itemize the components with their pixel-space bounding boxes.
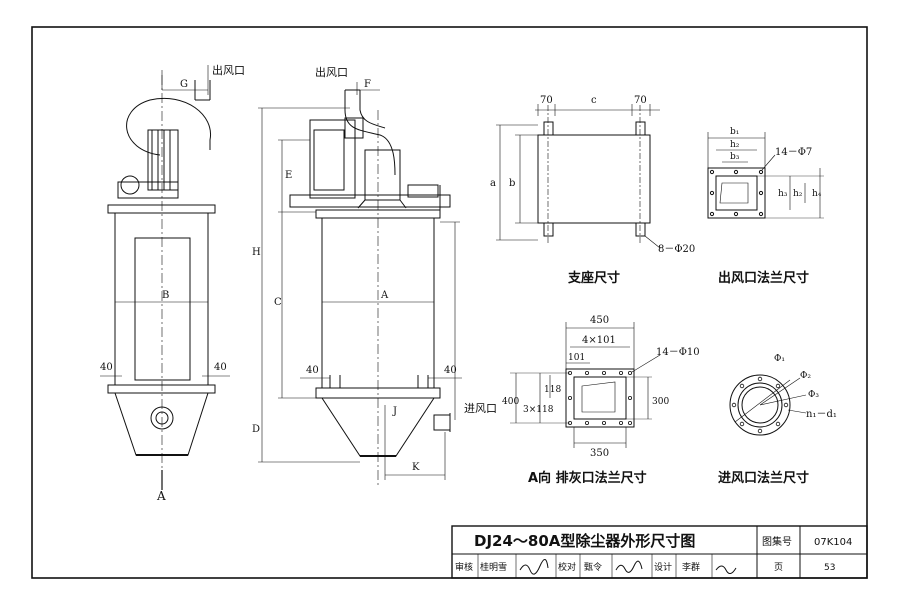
outlet-h4: h₄ (812, 189, 822, 199)
front-dim-d: D (252, 424, 260, 435)
ash-101: 101 (568, 353, 585, 363)
front-dim-c: C (274, 297, 282, 308)
ash-350: 350 (590, 448, 609, 459)
outlet-h2: h₂ (793, 189, 803, 199)
outlet-b1: b₁ (730, 127, 739, 137)
side-outlet-label: 出风口 (212, 63, 245, 77)
ash-caption: A向 排灰口法兰尺寸 (528, 470, 647, 486)
design-label: 设计 (654, 561, 672, 573)
side-dim-b: B (162, 290, 169, 301)
support-dim-b: b (509, 178, 515, 189)
page-number: 53 (824, 563, 835, 573)
ash-400: 400 (502, 397, 519, 407)
drawing-title: DJ24～80A型除尘器外形尺寸图 (474, 532, 695, 550)
checker-name: 甄令 (584, 561, 602, 573)
title-block (451, 525, 868, 579)
inlet-phi1: Φ₁ (774, 354, 785, 364)
reviewer-name: 桂明雪 (480, 561, 507, 573)
front-dim-f: F (364, 79, 371, 90)
front-view (258, 82, 462, 485)
atlas-label: 图集号 (762, 535, 792, 548)
review-label: 审核 (455, 561, 473, 573)
outlet-b3: b₃ (730, 152, 740, 162)
front-dim-k: K (412, 462, 420, 473)
support-dim-c: c (591, 95, 597, 106)
front-dim-40-right: 40 (444, 365, 457, 376)
side-dim-g: G (180, 79, 188, 90)
front-dim-40-left: 40 (306, 365, 319, 376)
check-label: 校对 (558, 561, 576, 573)
front-dim-e: E (285, 170, 292, 181)
atlas-number: 07K104 (814, 537, 852, 548)
inlet-flange-detail (729, 374, 807, 436)
outlet-holes: 14－Φ7 (775, 147, 812, 158)
front-dim-a: A (380, 290, 389, 301)
designer-name: 李群 (682, 561, 700, 573)
outlet-flange-detail (707, 132, 824, 219)
front-outlet-label: 出风口 (315, 65, 348, 79)
side-dim-40-left: 40 (100, 362, 113, 373)
ash-holes: 14－Φ10 (656, 347, 700, 358)
ash-flange-detail (510, 322, 661, 448)
outlet-b2: h₂ (730, 140, 740, 150)
support-dim-a: a (490, 178, 496, 189)
support-holes: 8－Φ20 (658, 244, 695, 255)
ash-pitch: 4×101 (582, 335, 616, 346)
front-dim-h: H (252, 247, 261, 258)
ash-pitch3: 3×118 (523, 405, 554, 415)
front-dim-j: J (392, 406, 397, 417)
outlet-caption: 出风口法兰尺寸 (718, 270, 809, 286)
inlet-phi3: Φ₃ (808, 390, 819, 400)
inlet-holes: n₁－d₁ (806, 409, 837, 420)
inlet-caption: 进风口法兰尺寸 (718, 470, 809, 486)
side-view (100, 65, 230, 490)
ash-118: 118 (544, 385, 561, 395)
inlet-phi2: Φ₂ (800, 371, 811, 381)
support-caption: 支座尺寸 (567, 270, 620, 286)
drawing-frame (31, 26, 868, 579)
support-detail (496, 104, 661, 249)
outlet-h3: h₃ (778, 189, 788, 199)
side-dim-40-right: 40 (214, 362, 227, 373)
support-dim-70-right: 70 (634, 95, 647, 106)
side-view-a: A (156, 489, 166, 503)
front-inlet-label: 进风口 (464, 402, 497, 415)
page-label: 页 (774, 562, 783, 573)
support-dim-70-left: 70 (540, 95, 553, 106)
ash-w450: 450 (590, 315, 609, 326)
ash-300: 300 (652, 397, 669, 407)
